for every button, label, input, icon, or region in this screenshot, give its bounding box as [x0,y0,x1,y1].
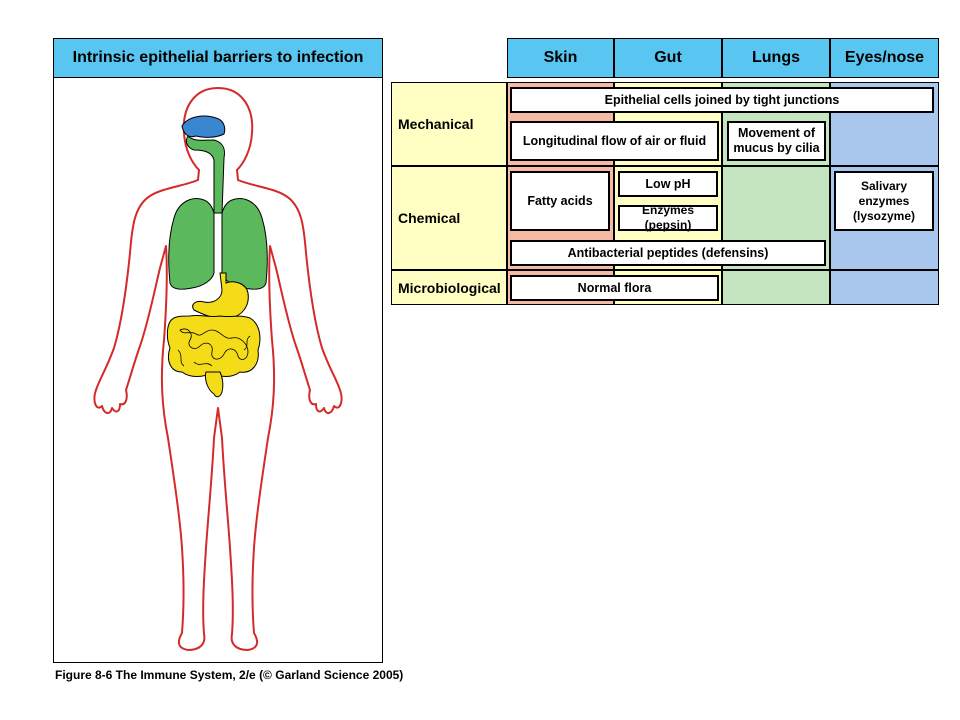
rectum [205,371,224,398]
column-header-skin: Skin [507,38,614,78]
barrier-fatty-acids: Fatty acids [510,171,610,231]
barrier-salivary-line2: (lysozyme) [852,208,916,223]
trachea [185,135,225,214]
barrier-mucus-cilia-line1: Movement of [737,126,816,140]
intestines [166,314,261,377]
barrier-tight-junctions: Epithelial cells joined by tight junctio… [510,87,934,113]
body-outline [93,87,343,651]
row-label-mechanical: Mechanical [391,82,507,166]
human-body-illustration [93,87,343,651]
barrier-normal-flora: Normal flora [510,275,719,301]
cell-microbiological-lungs [722,270,830,305]
column-header-lungs: Lungs [722,38,830,78]
barrier-low-ph: Low pH [618,171,718,197]
left-panel-title: Intrinsic epithelial barriers to infecti… [53,38,383,78]
column-header-gut: Gut [614,38,722,78]
body-diagram-panel [53,78,383,663]
barrier-antibacterial-peptides: Antibacterial peptides (defensins) [510,240,826,266]
column-header-eyes-nose: Eyes/nose [830,38,939,78]
nasal-cavity [181,115,226,138]
left-lung [168,198,215,290]
barrier-mucus-cilia-line2: mucus by cilia [733,141,820,155]
barrier-longitudinal-flow: Longitudinal flow of air or fluid [510,121,719,161]
barrier-mucus-cilia: Movement of mucus by cilia [727,121,826,161]
barrier-salivary-enzymes: Salivary enzymes (lysozyme) [834,171,934,231]
row-label-chemical: Chemical [391,166,507,270]
right-lung [221,198,268,290]
figure-caption: Figure 8-6 The Immune System, 2/e (© Gar… [55,668,404,682]
barrier-salivary-line1: Salivary enzymes [858,178,910,208]
cell-microbiological-eyes-nose [830,270,939,305]
barrier-enzymes-pepsin: Enzymes (pepsin) [618,203,718,232]
row-label-microbiological: Microbiological [391,270,507,305]
